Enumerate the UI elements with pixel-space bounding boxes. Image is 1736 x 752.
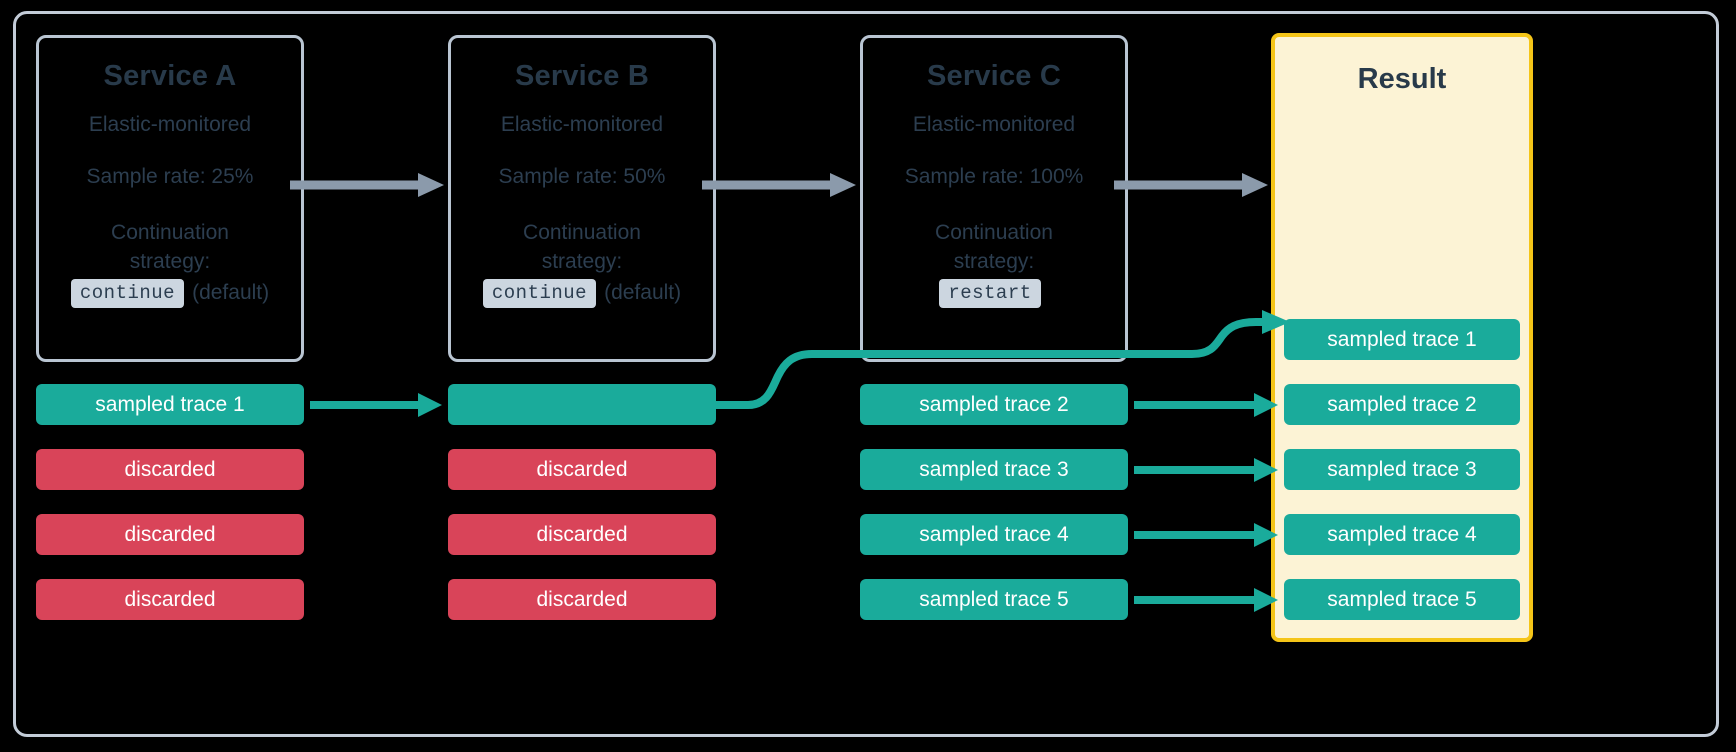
service-c-title: Service C xyxy=(927,60,1061,92)
trace-arrow-a-to-b-icon xyxy=(310,393,442,417)
service-card-a: Service A Elastic-monitored Sample rate:… xyxy=(36,35,304,362)
service-a-strategy-label: Continuation strategy: xyxy=(111,219,229,277)
service-b-title: Service B xyxy=(515,60,649,92)
service-b-sample-rate: Sample rate: 50% xyxy=(498,165,666,188)
trace-bar: sampled trace 2 xyxy=(860,384,1128,425)
trace-bar: discarded xyxy=(448,449,716,490)
flow-arrow-c-to-result-icon xyxy=(1114,173,1268,197)
service-c-subtitle: Elastic-monitored xyxy=(912,113,1076,136)
service-c-strategy-code: restart xyxy=(939,278,1041,308)
service-c-strategy-label: Continuation strategy: xyxy=(935,219,1053,277)
trace-curve-b-to-result-1-icon xyxy=(700,310,1290,409)
service-a-sample-rate: Sample rate: 25% xyxy=(86,165,254,188)
trace-arrow-c-to-result-2-icon xyxy=(1134,393,1278,417)
service-c-strategy-line1: Continuation xyxy=(935,221,1053,244)
service-b-strategy-value-row: continue (default) xyxy=(482,278,682,308)
trace-bar: sampled trace 1 xyxy=(36,384,304,425)
trace-arrow-c-to-result-4-icon xyxy=(1134,523,1278,547)
trace-arrow-c-to-result-5-icon xyxy=(1134,588,1278,612)
result-title: Result xyxy=(1357,63,1447,95)
trace-bar: discarded xyxy=(448,579,716,620)
service-a-subtitle: Elastic-monitored xyxy=(88,113,252,136)
service-c-strategy-value-row: restart xyxy=(939,278,1048,308)
trace-bar: discarded xyxy=(36,514,304,555)
service-card-b: Service B Elastic-monitored Sample rate:… xyxy=(448,35,716,362)
service-b-strategy-label: Continuation strategy: xyxy=(523,219,641,277)
service-b-strategy-line1: Continuation xyxy=(523,221,641,244)
trace-bar: sampled trace 4 xyxy=(860,514,1128,555)
trace-bar: discarded xyxy=(36,449,304,490)
flow-arrow-a-to-b-icon xyxy=(290,173,444,197)
service-b-subtitle: Elastic-monitored xyxy=(500,113,664,136)
trace-bar xyxy=(448,384,716,425)
trace-bar: sampled trace 3 xyxy=(860,449,1128,490)
trace-arrow-c-to-result-3-icon xyxy=(1134,458,1278,482)
service-c-strategy-line2: strategy: xyxy=(953,249,1035,273)
trace-bar: discarded xyxy=(36,579,304,620)
trace-bar: sampled trace 3 xyxy=(1284,449,1520,490)
service-a-title: Service A xyxy=(103,60,237,92)
outer-frame xyxy=(13,11,1719,737)
trace-bar: discarded xyxy=(448,514,716,555)
service-b-strategy-code: continue xyxy=(482,278,597,308)
service-card-c: Service C Elastic-monitored Sample rate:… xyxy=(860,35,1128,362)
trace-bar: sampled trace 5 xyxy=(860,579,1128,620)
service-a-strategy-value-row: continue (default) xyxy=(70,278,270,308)
flow-arrow-b-to-c-icon xyxy=(702,173,856,197)
service-a-strategy-line1: Continuation xyxy=(111,221,229,244)
trace-bar: sampled trace 5 xyxy=(1284,579,1520,620)
service-b-strategy-line2: strategy: xyxy=(541,249,623,273)
service-a-strategy-code: continue xyxy=(70,278,185,308)
service-c-sample-rate: Sample rate: 100% xyxy=(904,165,1084,188)
service-b-strategy-note: (default) xyxy=(604,281,682,305)
service-a-strategy-line2: strategy: xyxy=(129,249,211,273)
trace-bar: sampled trace 4 xyxy=(1284,514,1520,555)
service-a-strategy-note: (default) xyxy=(192,281,270,305)
trace-bar: sampled trace 1 xyxy=(1284,319,1520,360)
trace-bar: sampled trace 2 xyxy=(1284,384,1520,425)
